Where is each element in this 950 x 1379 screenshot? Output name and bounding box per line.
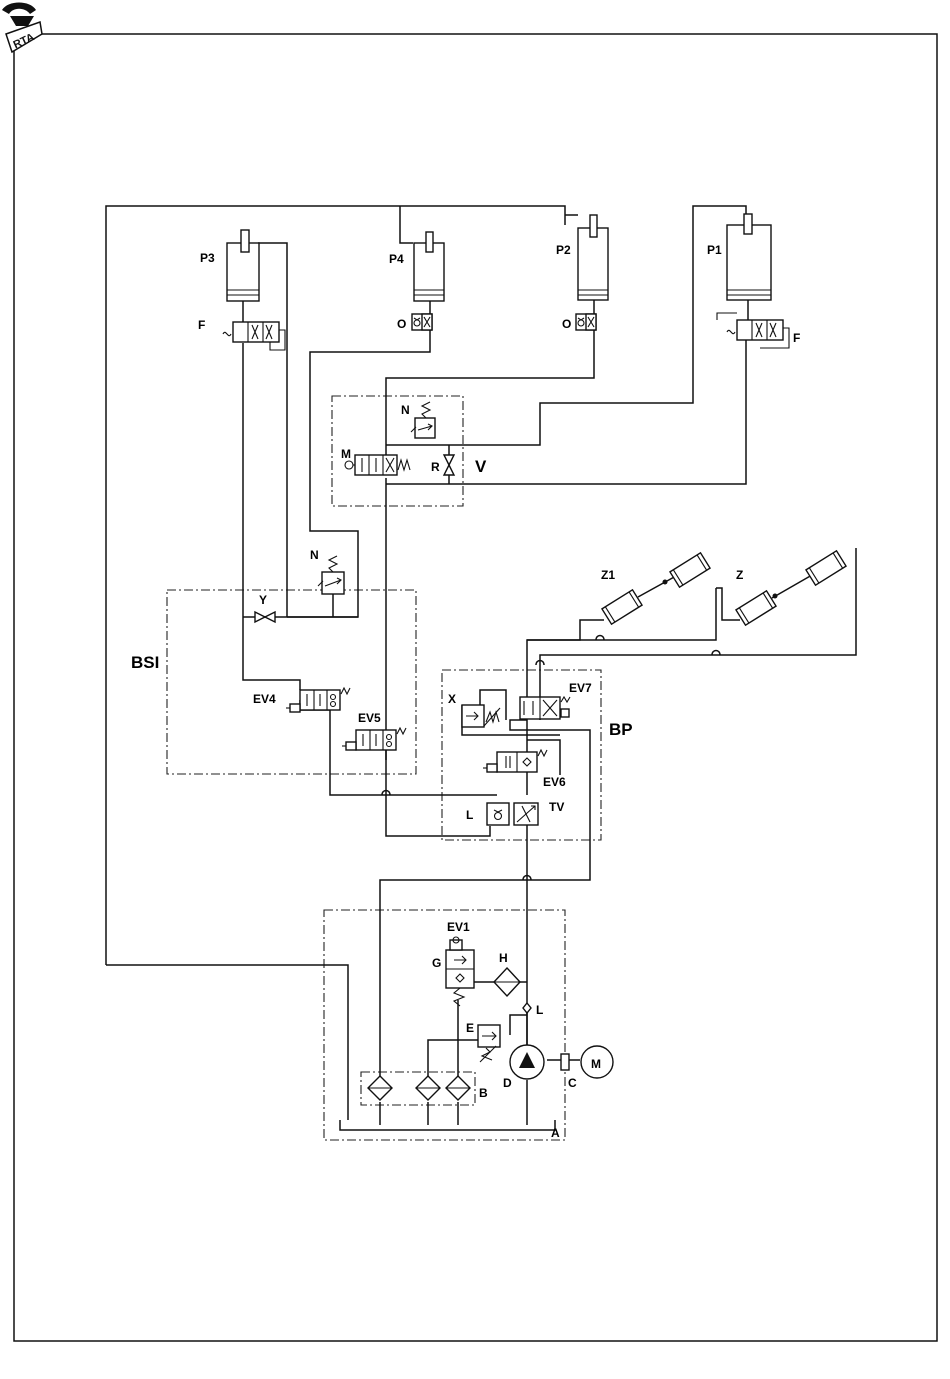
pump-d bbox=[510, 1045, 544, 1079]
coupling-c bbox=[561, 1054, 569, 1070]
label-b: B bbox=[479, 1086, 488, 1100]
rta-logo-icon: RTA bbox=[2, 3, 42, 53]
filter-h bbox=[494, 968, 527, 996]
valve-block-v-frame bbox=[332, 396, 463, 506]
check-valve-o-p4 bbox=[412, 314, 432, 330]
label-c: C bbox=[568, 1076, 577, 1090]
label-m: M bbox=[341, 447, 351, 461]
label-z: Z bbox=[736, 568, 743, 582]
relief-valve-x bbox=[462, 705, 500, 727]
filter-b-3 bbox=[446, 1076, 470, 1100]
label-z1: Z1 bbox=[601, 568, 615, 582]
throttle-valve-tv bbox=[514, 803, 538, 825]
cylinder-z1 bbox=[602, 553, 710, 624]
hydraulic-lines bbox=[106, 206, 856, 1130]
label-p1: P1 bbox=[707, 243, 722, 257]
solenoid-valve-ev1 bbox=[446, 937, 474, 1006]
label-n-bsi: N bbox=[310, 548, 319, 562]
label-f-right: F bbox=[793, 331, 800, 345]
label-g: G bbox=[432, 956, 441, 970]
directional-valve-m bbox=[345, 455, 410, 475]
actuator-p1 bbox=[727, 214, 771, 320]
actuator-p2 bbox=[578, 215, 608, 314]
label-p4: P4 bbox=[389, 252, 404, 266]
label-f-left: F bbox=[198, 318, 205, 332]
label-y: Y bbox=[259, 593, 267, 607]
actuator-p3 bbox=[227, 230, 259, 322]
solenoid-valve-ev7 bbox=[520, 697, 570, 719]
restrictor-y bbox=[255, 612, 275, 622]
label-n-top: N bbox=[401, 403, 410, 417]
label-x: X bbox=[448, 692, 456, 706]
label-r: R bbox=[431, 460, 440, 474]
label-tv: TV bbox=[549, 800, 564, 814]
line-crossings bbox=[382, 636, 720, 881]
page-frame bbox=[14, 34, 937, 1341]
label-l-bp: L bbox=[466, 808, 473, 822]
solenoid-valve-ev5 bbox=[342, 728, 406, 750]
label-p3: P3 bbox=[200, 251, 215, 265]
label-ev1: EV1 bbox=[447, 920, 470, 934]
check-valve-o-p2 bbox=[576, 314, 596, 330]
check-valve-l-pump bbox=[523, 1003, 531, 1013]
label-a: A bbox=[551, 1126, 560, 1140]
pressure-switch-n-bsi bbox=[318, 556, 344, 617]
solenoid-valve-ev4 bbox=[286, 688, 350, 712]
pressure-switch-n-top bbox=[411, 402, 435, 438]
label-motor-m: M bbox=[591, 1057, 601, 1071]
label-o-p2: O bbox=[562, 317, 571, 331]
check-valve-l-bp bbox=[487, 803, 509, 825]
relief-valve-e bbox=[478, 1025, 500, 1062]
label-bp: BP bbox=[609, 720, 633, 739]
label-ev6: EV6 bbox=[543, 775, 566, 789]
label-d: D bbox=[503, 1076, 512, 1090]
flow-valve-f-left bbox=[223, 322, 285, 350]
label-bsi: BSI bbox=[131, 653, 159, 672]
label-h: H bbox=[499, 951, 508, 965]
label-ev7: EV7 bbox=[569, 681, 592, 695]
label-ev4: EV4 bbox=[253, 692, 276, 706]
filter-b-2 bbox=[416, 1076, 440, 1100]
flow-valve-f-right bbox=[717, 313, 789, 348]
label-ev5: EV5 bbox=[358, 711, 381, 725]
label-l-pump: L bbox=[536, 1003, 543, 1017]
restrictor-r bbox=[444, 455, 454, 475]
filter-b-1 bbox=[368, 1076, 392, 1100]
label-o-p4: O bbox=[397, 317, 406, 331]
label-e: E bbox=[466, 1021, 474, 1035]
label-v: V bbox=[475, 457, 487, 476]
label-p2: P2 bbox=[556, 243, 571, 257]
actuator-p4 bbox=[414, 232, 444, 314]
cylinder-z bbox=[736, 551, 846, 625]
solenoid-valve-ev6 bbox=[483, 750, 547, 772]
